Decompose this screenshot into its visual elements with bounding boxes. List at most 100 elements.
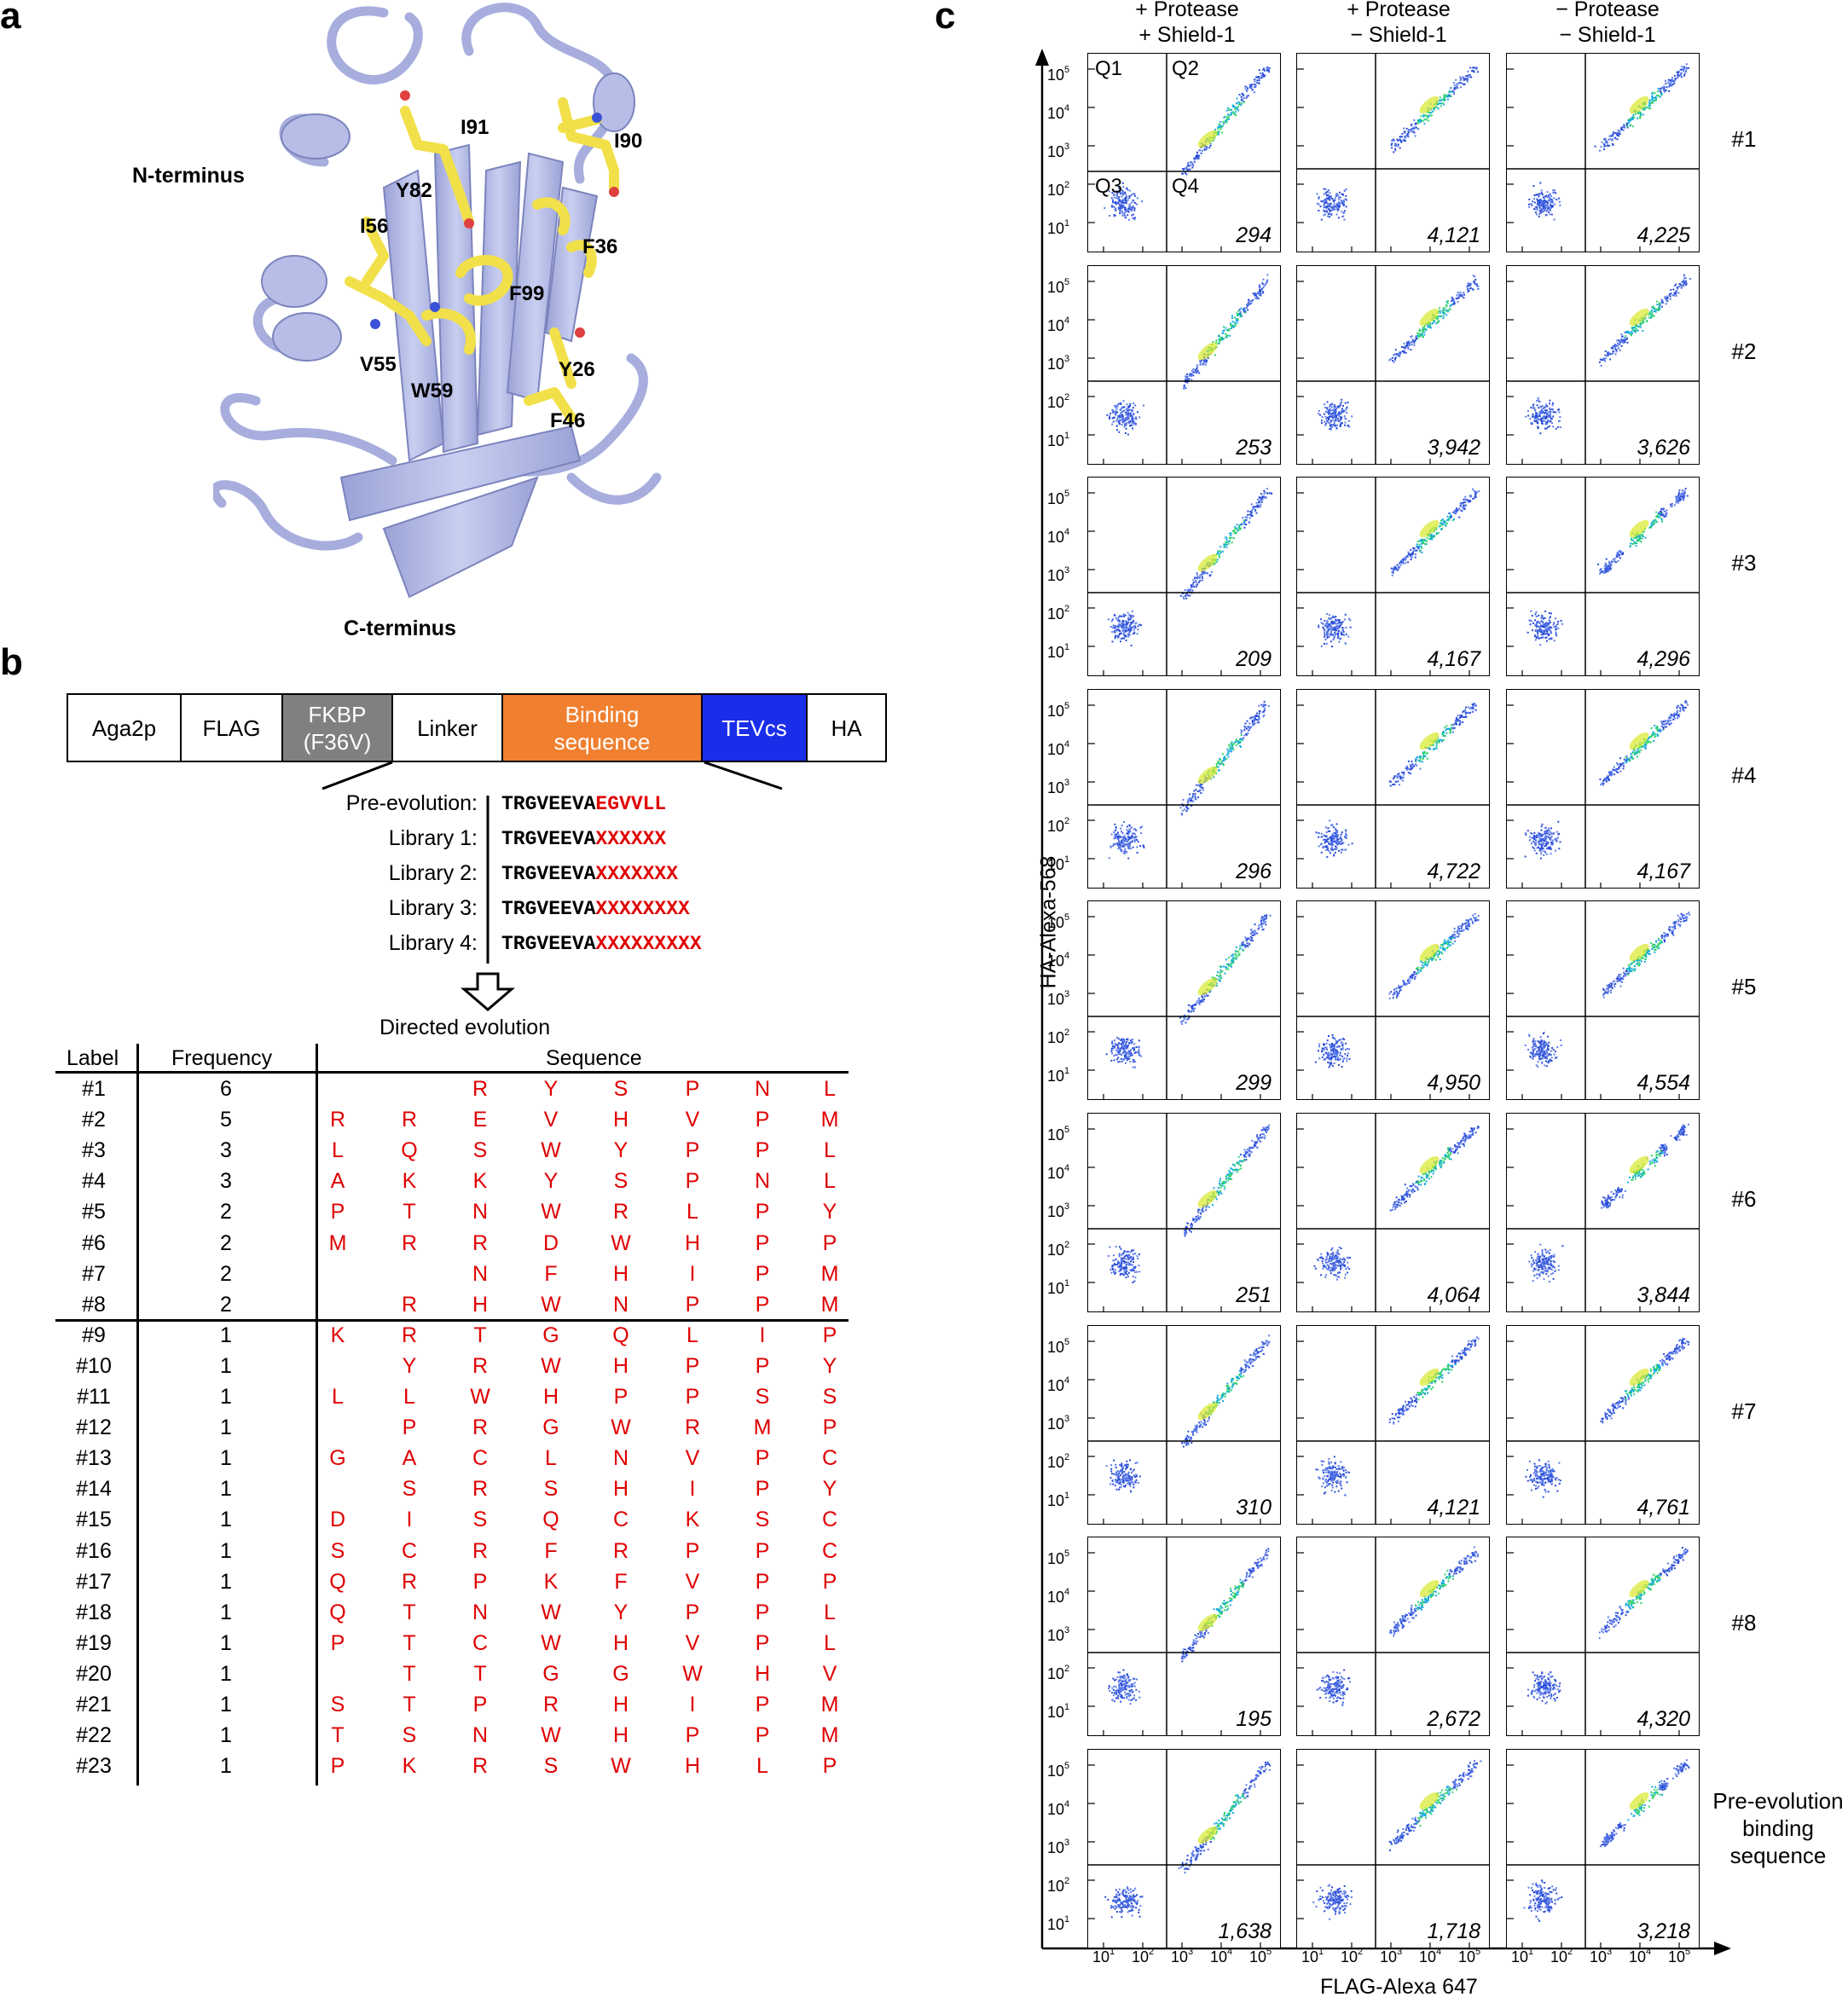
residue-cell: D <box>542 1230 559 1255</box>
construct-ha: HA <box>806 693 887 762</box>
table-row-frequency: 1 <box>220 1693 232 1716</box>
tick-base: 10 <box>1047 393 1065 411</box>
residue-cell: R <box>472 1077 489 1101</box>
residue-cell: P <box>755 1693 770 1716</box>
residue-cell: G <box>612 1661 629 1686</box>
residue-cell: H <box>612 1261 629 1286</box>
axis-tick-label: 104 <box>1210 1947 1233 1966</box>
tick-exponent: 2 <box>1567 1947 1573 1957</box>
table-row-frequency: 1 <box>220 1569 232 1594</box>
library-sequence: TRGVEEVAXXXXXXXXX <box>501 933 702 955</box>
residue-cell: H <box>684 1230 701 1255</box>
residue-cell: W <box>470 1385 490 1409</box>
facs-scatter-points <box>1507 689 1699 888</box>
residue-cell: F <box>614 1569 628 1594</box>
tick-base: 10 <box>1047 1589 1065 1606</box>
tick-base: 10 <box>1047 855 1065 873</box>
residue-cell: M <box>820 1693 839 1716</box>
axis-tick-label: 105 <box>1668 1947 1690 1966</box>
axis-tick-label: 102 <box>1047 1875 1070 1896</box>
residue-cell: C <box>821 1508 838 1532</box>
residue-label: I90 <box>614 130 643 153</box>
facs-scatter-plot: 209 <box>1087 477 1281 677</box>
directed-evolution-label: Directed evolution <box>379 1016 551 1039</box>
table-row-frequency: 1 <box>220 1754 232 1779</box>
axis-tick-label: 104 <box>1047 1375 1069 1395</box>
facs-event-count: 294 <box>1236 223 1272 247</box>
facs-scatter-plot: 3,218 <box>1506 1748 1700 1948</box>
residue-cell: P <box>685 1723 700 1748</box>
protein-structure-image <box>213 3 662 599</box>
tick-exponent: 3 <box>1397 1947 1403 1957</box>
tick-exponent: 4 <box>1064 1798 1070 1809</box>
tick-exponent: 4 <box>1227 1947 1233 1957</box>
facs-scatter-plot: 4,121 <box>1296 53 1490 252</box>
table-row-frequency: 1 <box>220 1323 232 1347</box>
residue-cell: W <box>541 1292 561 1317</box>
axis-tick-label: 102 <box>1341 1947 1363 1966</box>
construct-flag: FLAG <box>180 693 283 762</box>
table-row-label: #18 <box>76 1600 112 1624</box>
residue-cell: R <box>401 1569 418 1594</box>
facs-event-count: 4,121 <box>1427 1495 1480 1520</box>
tick-exponent: 2 <box>1064 1875 1070 1886</box>
residue-cell: P <box>472 1693 488 1716</box>
axis-tick-label: 103 <box>1047 1414 1069 1433</box>
facs-scatter-plot: 2,672 <box>1296 1537 1490 1737</box>
tick-base: 10 <box>1047 355 1065 373</box>
table-row-frequency: 3 <box>220 1169 232 1194</box>
facs-scatter-points <box>1297 1114 1489 1311</box>
residue-cell: P <box>755 1200 770 1224</box>
axis-tick-label: 101 <box>1511 1947 1533 1966</box>
residue-cell: I <box>759 1323 766 1347</box>
axis-tick-label: 103 <box>1590 1947 1612 1966</box>
tick-base: 10 <box>1047 1453 1065 1471</box>
table-row-frequency: 1 <box>220 1600 232 1624</box>
residue-cell: P <box>822 1569 837 1594</box>
residue-cell: R <box>612 1538 629 1563</box>
residue-cell: H <box>612 1108 629 1132</box>
facs-scatter-plot: 4,761 <box>1506 1324 1700 1525</box>
residue-cell: M <box>753 1415 772 1440</box>
facs-scatter-points <box>1507 1114 1699 1311</box>
fixed-residues: TRGVEEVA <box>501 933 596 955</box>
axis-tick-label: 104 <box>1047 1587 1069 1606</box>
library-label: Library 3: <box>388 896 478 920</box>
residue-label: I56 <box>360 215 389 238</box>
residue-cell: L <box>824 1600 836 1624</box>
residue-cell: S <box>822 1385 837 1409</box>
tick-base: 10 <box>1047 991 1065 1009</box>
facs-scatter-points <box>1507 265 1699 464</box>
library-label: Library 1: <box>388 826 478 850</box>
residue-label: Y82 <box>396 179 432 202</box>
table-vertical-rule <box>136 1044 139 1786</box>
table-row-label: #15 <box>76 1508 112 1532</box>
residue-cell: W <box>541 1600 561 1624</box>
tick-base: 10 <box>1047 702 1065 720</box>
residue-cell: P <box>822 1230 837 1255</box>
tick-exponent: 5 <box>1266 1947 1272 1957</box>
tick-base: 10 <box>1047 1704 1065 1722</box>
tick-base: 10 <box>1419 1948 1437 1965</box>
tick-exponent: 4 <box>1646 1947 1652 1957</box>
axis-tick-label: 104 <box>1047 103 1069 123</box>
facs-event-count: 195 <box>1236 1707 1272 1732</box>
table-row-label: #23 <box>76 1754 112 1779</box>
residue-cell: N <box>472 1261 489 1286</box>
tick-exponent: 5 <box>1064 1760 1070 1771</box>
tick-base: 10 <box>1092 1948 1110 1965</box>
fixed-residues: TRGVEEVA <box>501 793 596 815</box>
residue-cell: R <box>401 1292 418 1317</box>
residue-cell: L <box>332 1138 344 1163</box>
tick-base: 10 <box>1629 1948 1647 1965</box>
tick-exponent: 1 <box>1318 1947 1324 1957</box>
tick-base: 10 <box>1047 1338 1065 1356</box>
table-row-label: #17 <box>76 1569 112 1594</box>
table-row-label: #10 <box>76 1353 112 1378</box>
tick-exponent: 1 <box>1064 1490 1070 1501</box>
tick-base: 10 <box>1047 817 1065 835</box>
residue-cell: L <box>686 1200 698 1224</box>
variable-residues: EGVVLL <box>595 793 667 815</box>
facs-event-count: 2,672 <box>1427 1707 1480 1732</box>
residue-cell: I <box>689 1693 696 1716</box>
